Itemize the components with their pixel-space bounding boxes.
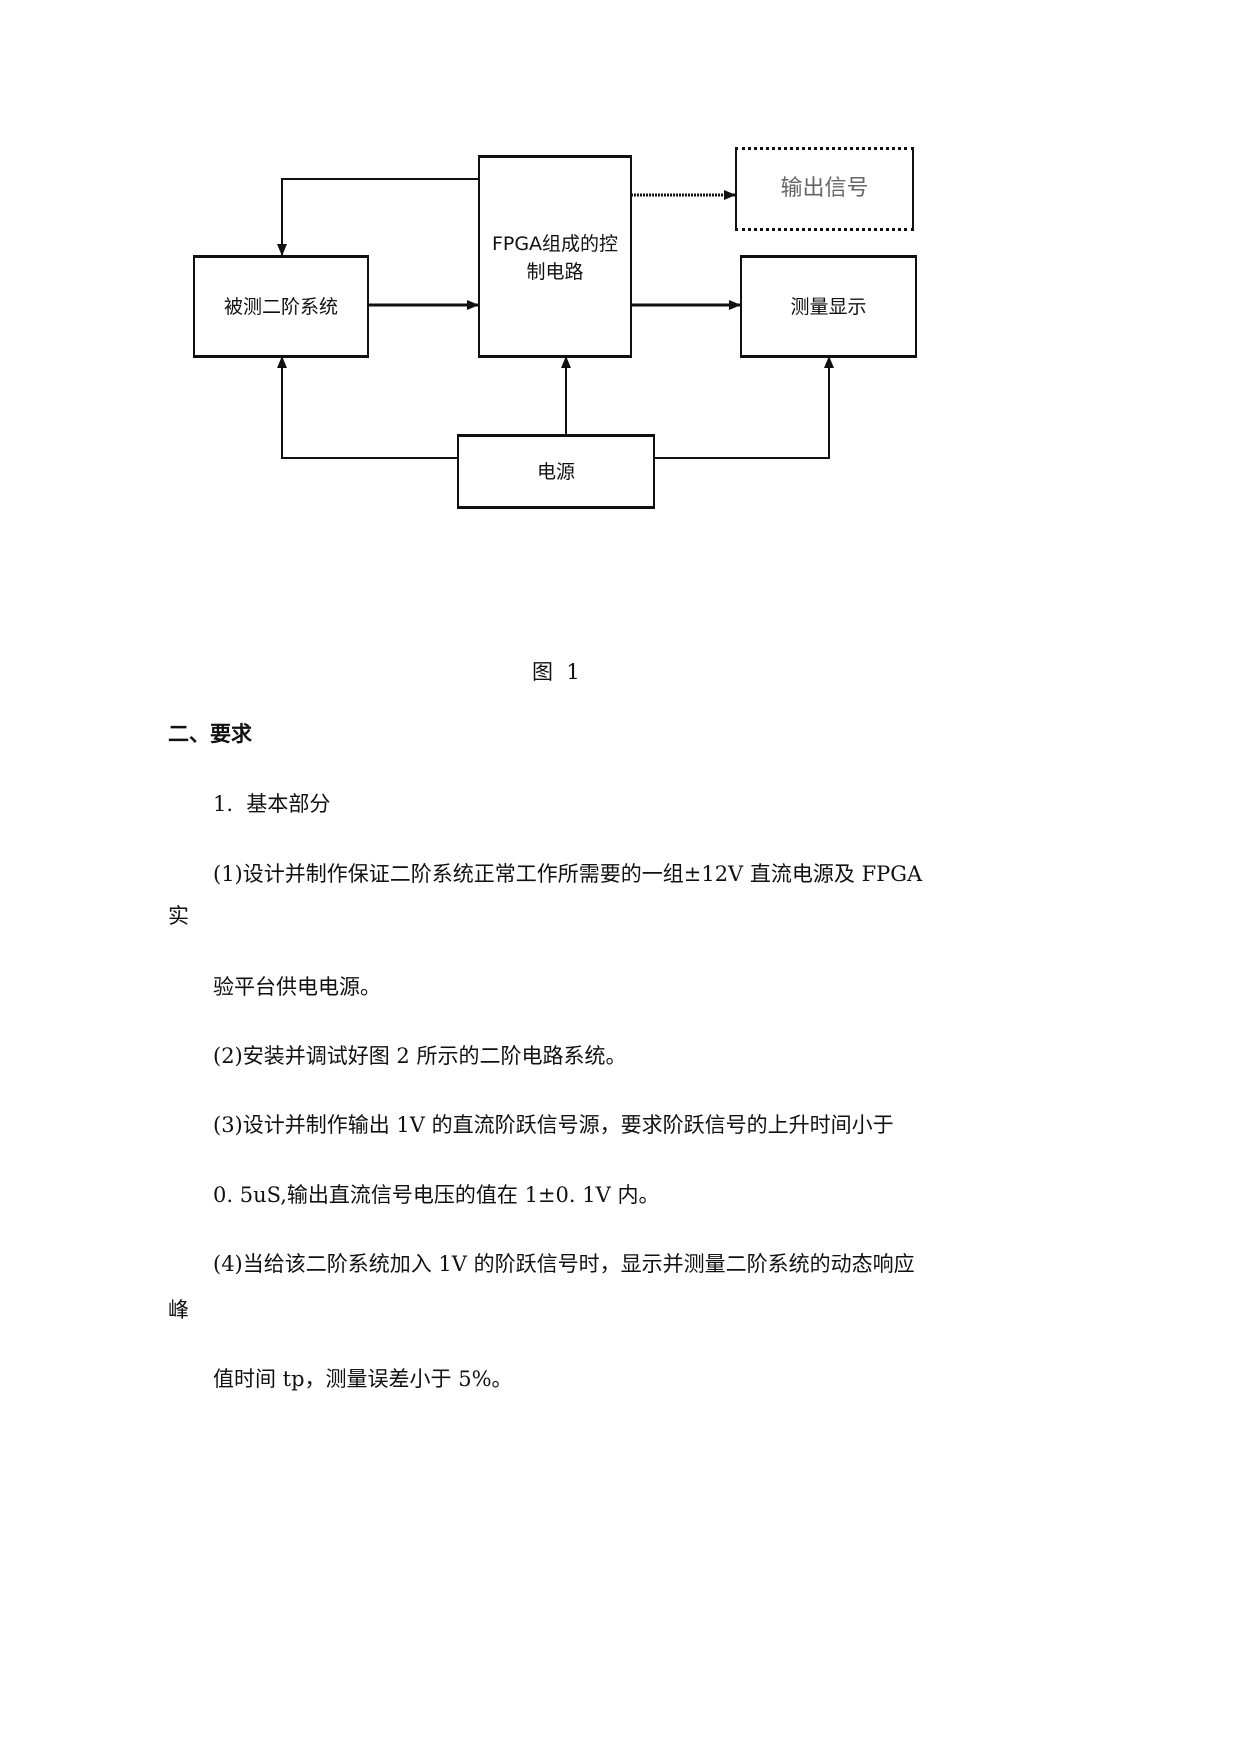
output-signal-block: 输出信号 <box>735 147 914 231</box>
block-label: 电源 <box>536 460 575 483</box>
figure-caption: 图 1 <box>532 660 580 684</box>
power-supply-block: 电源 <box>457 434 655 509</box>
text-line: 值时间 tp，测量误差小于 5%。 <box>213 1367 513 1391</box>
block-label: 被测二阶系统 <box>223 295 338 318</box>
measurement-display-block: 测量显示 <box>740 255 917 358</box>
text-line: (4)当给该二阶系统加入 1V 的阶跃信号时，显示并测量二阶系统的动态响应 <box>213 1252 915 1276</box>
text-line: (2)安装并调试好图 2 所示的二阶电路系统。 <box>213 1044 627 1068</box>
section-heading: 二、要求 <box>168 722 252 746</box>
text-line: 实 <box>168 904 189 928</box>
block-label: 测量显示 <box>790 295 867 318</box>
block-label: FPGA组成的控制电路 <box>491 233 619 283</box>
fpga-to-system-arrow <box>277 178 478 256</box>
subheading: 1. 基本部分 <box>213 792 331 816</box>
text-line: 0. 5uS,输出直流信号电压的值在 1±0. 1V 内。 <box>213 1183 660 1207</box>
power-to-display-arrow <box>654 356 834 459</box>
text-line: 验平台供电电源。 <box>213 975 381 999</box>
block-label: 输出信号 <box>780 176 869 201</box>
text-line: (1)设计并制作保证二阶系统正常工作所需要的一组±12V 直流电源及 FPGA <box>213 862 923 886</box>
power-to-system-arrow <box>277 356 457 459</box>
text-line: (3)设计并制作输出 1V 的直流阶跃信号源，要求阶跃信号的上升时间小于 <box>213 1113 894 1137</box>
text-line: 峰 <box>168 1298 189 1322</box>
fpga-control-block: FPGA组成的控制电路 <box>478 155 632 358</box>
block-diagram-connectors <box>277 178 834 459</box>
system-under-test-block: 被测二阶系统 <box>193 255 369 358</box>
